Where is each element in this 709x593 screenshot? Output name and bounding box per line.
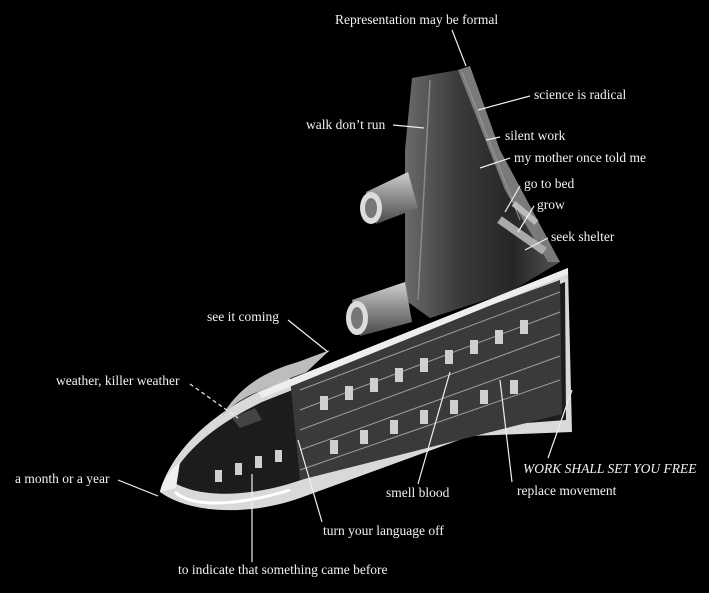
- label-indicate: to indicate that something came before: [178, 562, 388, 577]
- leader-blood: [417, 371, 451, 485]
- leader-weather: [189, 383, 239, 419]
- label-replace: replace movement: [517, 483, 617, 498]
- label-science: science is radical: [534, 87, 627, 102]
- leader-walk: [392, 124, 425, 129]
- label-silent: silent work: [505, 128, 566, 143]
- label-coming: see it coming: [207, 309, 279, 324]
- leader-science: [477, 95, 531, 111]
- leader-lines: [117, 29, 573, 562]
- label-blood: smell blood: [386, 485, 450, 500]
- label-language: turn your language off: [323, 523, 444, 538]
- fuselage: [160, 268, 572, 511]
- label-work-free: WORK SHALL SET YOU FREE: [523, 461, 697, 476]
- leader-grow: [517, 205, 535, 233]
- leader-coming: [287, 319, 329, 353]
- label-bed: go to bed: [524, 176, 575, 191]
- label-grow: grow: [537, 197, 565, 212]
- leader-silent: [485, 136, 501, 141]
- label-mother: my mother once told me: [514, 150, 646, 165]
- wing: [405, 66, 560, 318]
- leader-work: [547, 389, 573, 459]
- label-shelter: seek shelter: [551, 229, 615, 244]
- leader-month: [117, 479, 159, 497]
- leader-replace: [499, 379, 513, 483]
- label-weather: weather, killer weather: [56, 373, 180, 388]
- leader-shelter: [524, 237, 549, 251]
- label-month: a month or a year: [15, 471, 110, 486]
- label-representation: Representation may be formal: [335, 12, 499, 27]
- leader-representation: [451, 29, 467, 67]
- leader-mother: [479, 157, 511, 169]
- upper-engine: [360, 172, 418, 224]
- label-walk: walk don’t run: [306, 117, 386, 132]
- lower-engine: [346, 282, 412, 336]
- leader-language: [297, 439, 323, 523]
- leader-bed: [504, 185, 521, 213]
